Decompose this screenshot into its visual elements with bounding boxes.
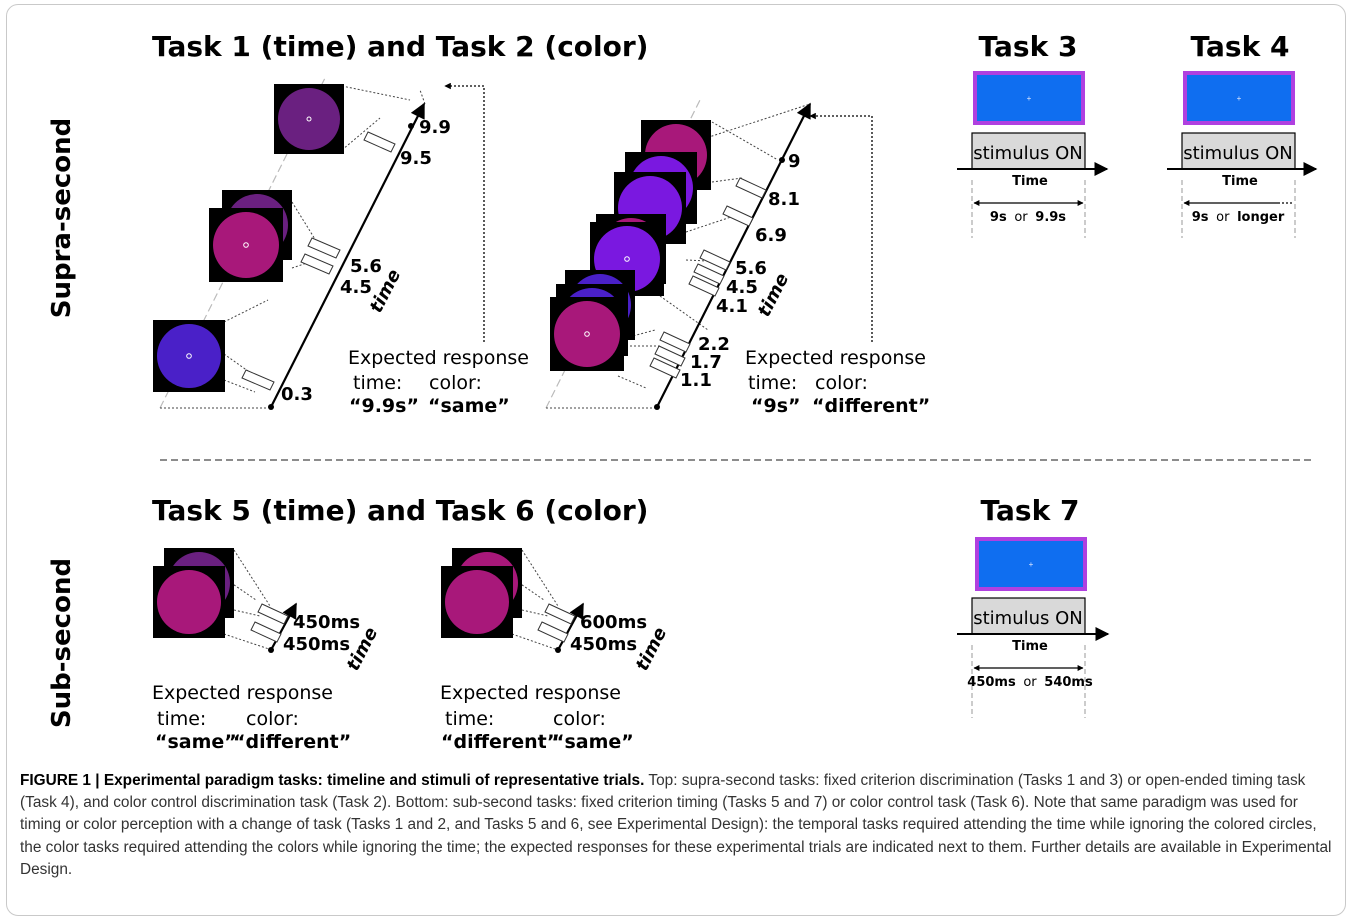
response-time-label: time: [445,708,494,730]
time-axis [270,602,297,651]
time-tick: 450ms [570,634,637,655]
svg-text:450ms or 540ms: 450ms or 540ms [967,674,1093,690]
stimulus-circle [445,570,509,634]
duration-b: 9.9s [1035,210,1066,225]
time-axis [557,602,584,651]
time-tick: 8.1 [768,189,800,210]
task4-panel: Task 4 + stimulus ON Time 9s or longer [1167,30,1318,238]
caption-text: Top: supra-second tasks: fixed criterion… [20,772,1332,878]
task56-title: Task 5 (time) and Task 6 (color) [152,494,648,527]
time-axis-label: Time [1012,639,1048,654]
time-tick: 450ms [283,634,350,655]
expected-response-title: Expected response [152,682,333,704]
duration-or: or [1216,210,1230,225]
time-axis [270,102,425,408]
stimulus-on-label: stimulus ON [973,143,1083,164]
task3-title: Task 3 [979,30,1078,63]
experimental-paradigm-figure: Supra-second Sub-second Task 1 (time) an… [47,30,1318,753]
blue-screen [1187,75,1291,121]
duration-b: 540ms [1044,675,1093,690]
response-color-value: “same” [428,395,510,417]
response-time-label: time: [748,372,797,394]
expected-response-title: Expected response [440,682,621,704]
task4-title: Task 4 [1191,30,1290,63]
duration-a: 450ms [967,675,1016,690]
stimulus-circle [213,212,279,278]
time-tick: 450ms [293,612,360,633]
expected-response-title: Expected response [745,347,926,369]
time-tick: 9.9 [419,117,451,138]
time-tick: 4.1 [716,296,748,317]
svg-text:9s or longer: 9s or longer [1192,209,1285,225]
task7-panel: Task 7 + stimulus ON Time 450ms or 540ms [957,494,1110,718]
response-color-value: “same” [552,731,634,753]
stimulus-circle [157,324,221,388]
task3-panel: Task 3 + stimulus ON Time 9s or 9.9s [957,30,1109,238]
time-tick: 1.7 [690,352,722,373]
stimulus-on-label: stimulus ON [1183,143,1293,164]
task12-title: Task 1 (time) and Task 2 (color) [152,30,648,63]
duration-or: or [1023,675,1037,690]
stimulus-on-box [1181,132,1296,170]
task7-title: Task 7 [981,494,1080,527]
time-tick: 4.5 [340,277,372,298]
time-tick: 5.6 [735,258,767,279]
stimulus-circle [157,570,221,634]
response-color-label: color: [815,372,868,394]
row-label-sub-second: Sub-second [47,558,77,728]
response-color-value: “different” [812,395,930,417]
response-color-value: “different” [233,731,351,753]
time-tick: 600ms [580,612,647,633]
response-color-label: color: [246,708,299,730]
blue-screen [979,541,1083,587]
task56-panel-b: 600ms 450ms time Expected response time:… [440,548,671,753]
stimulus-on-box [971,597,1086,635]
time-tick: 0.3 [281,384,313,405]
task12-panel-a: 9.9 9.5 5.6 4.5 0.3 time Expected respon… [153,77,529,417]
response-color-label: color: [553,708,606,730]
figure-caption: FIGURE 1 | Experimental paradigm tasks: … [20,770,1342,881]
time-axis-label: Time [1012,174,1048,189]
stimulus-circle [278,88,340,150]
stimulus-circle [554,301,620,367]
time-tick: 6.9 [755,225,787,246]
stimulus-on-label: stimulus ON [973,608,1083,629]
caption-label: FIGURE 1 | Experimental paradigm tasks: … [20,772,645,789]
response-time-value: “9s” [751,395,801,417]
duration-a: 9s [990,210,1007,225]
expected-response-title: Expected response [348,347,529,369]
time-tick: 1.1 [680,370,712,391]
figure-frame [6,4,1346,916]
svg-text:9s or 9.9s: 9s or 9.9s [990,209,1066,225]
svg-text:+: + [1237,94,1242,103]
row-label-supra-second: Supra-second [47,118,77,319]
blue-screen [977,75,1081,121]
duration-b: longer [1237,210,1285,225]
time-axis-label: Time [1222,174,1258,189]
time-tick: 2.2 [698,334,730,355]
response-time-label: time: [353,372,402,394]
response-time-value: “same” [155,731,237,753]
time-tick: 4.5 [726,277,758,298]
time-tick: 9 [788,151,801,172]
task56-panel-a: 450ms 450ms time Expected response time:… [152,548,382,753]
svg-text:+: + [1027,94,1032,103]
response-color-label: color: [429,372,482,394]
task12-panel-b: 9 8.1 6.9 5.6 4.5 4.1 2.2 1.7 1.1 time E… [545,99,930,417]
time-tick: 9.5 [400,148,432,169]
svg-text:+: + [1029,560,1034,569]
duration-or: or [1014,210,1028,225]
response-time-value: “different” [441,731,559,753]
response-time-label: time: [157,708,206,730]
time-tick: 5.6 [350,256,382,277]
duration-a: 9s [1192,210,1209,225]
response-time-value: “9.9s” [349,395,419,417]
